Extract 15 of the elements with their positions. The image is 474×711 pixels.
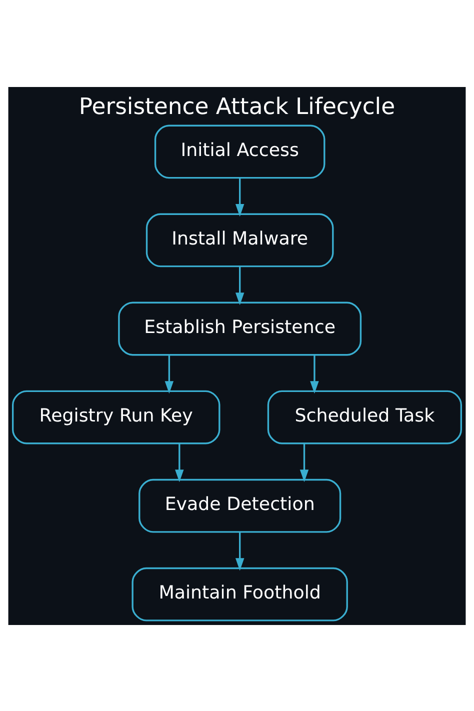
arrow bbox=[235, 266, 244, 305]
arrow bbox=[175, 443, 184, 482]
arrow bbox=[235, 178, 244, 216]
node-box: Maintain Foothold bbox=[132, 566, 348, 621]
node-box: Scheduled Task bbox=[267, 390, 462, 444]
node-box: Establish Persistence bbox=[118, 301, 362, 356]
diagram-title: Persistence Attack Lifecycle bbox=[78, 94, 396, 120]
arrow bbox=[164, 354, 174, 394]
node-box: Registry Run Key bbox=[12, 390, 220, 444]
node-box: Initial Access bbox=[154, 124, 326, 178]
arrow bbox=[300, 443, 309, 482]
node-box: Evade Detection bbox=[138, 478, 342, 532]
arrow bbox=[235, 532, 244, 570]
node-box: Install Malware bbox=[146, 212, 334, 267]
arrow bbox=[310, 354, 319, 394]
